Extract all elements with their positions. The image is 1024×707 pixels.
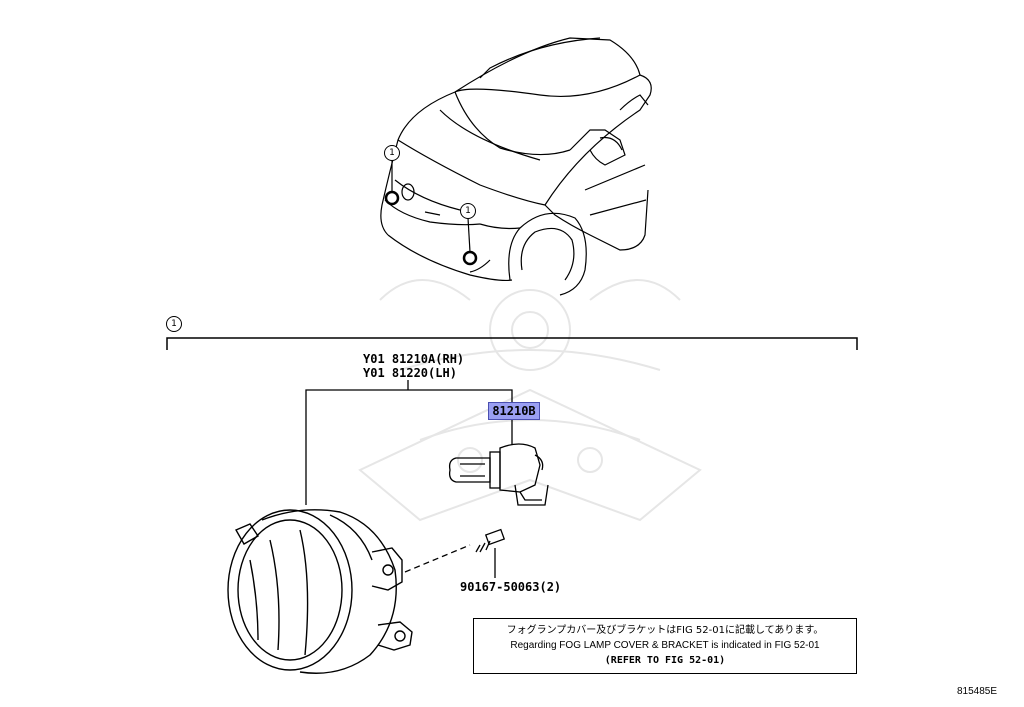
- watermark-emblem-icon: [358, 279, 702, 522]
- note-japanese: フォグランプカバー及びブラケットはFIG 52-01に記載してあります。: [506, 625, 824, 636]
- figure-id: 815485E: [957, 686, 998, 697]
- fog-bulb: [448, 443, 549, 506]
- assembly-part-rh[interactable]: Y01 81210A(RH): [363, 352, 465, 366]
- assembly-part-lh[interactable]: Y01 81220(LH): [363, 366, 457, 380]
- car-callout-leaders: [391, 160, 471, 253]
- group-bracket: [166, 337, 858, 350]
- callout-group: 1: [166, 316, 182, 332]
- note-english: Regarding FOG LAMP COVER & BRACKET is in…: [510, 640, 820, 651]
- callout-car-left: 1: [384, 145, 400, 161]
- car-fog-lamp-markers: [384, 190, 478, 266]
- note-box: フォグランプカバー及びブラケットはFIG 52-01に記載してあります。 Reg…: [473, 618, 857, 674]
- screw-icon: [475, 528, 506, 553]
- screw-part-number[interactable]: 90167-50063(2): [460, 580, 562, 594]
- car-front-view: [380, 37, 652, 296]
- note-reference[interactable]: (REFER TO FIG 52-01): [604, 655, 726, 666]
- bulb-part-number[interactable]: 81210B: [488, 402, 540, 420]
- fog-lamp-housing: [227, 509, 413, 674]
- assembly-leader-lines: [305, 380, 513, 578]
- callout-car-right: 1: [460, 203, 476, 219]
